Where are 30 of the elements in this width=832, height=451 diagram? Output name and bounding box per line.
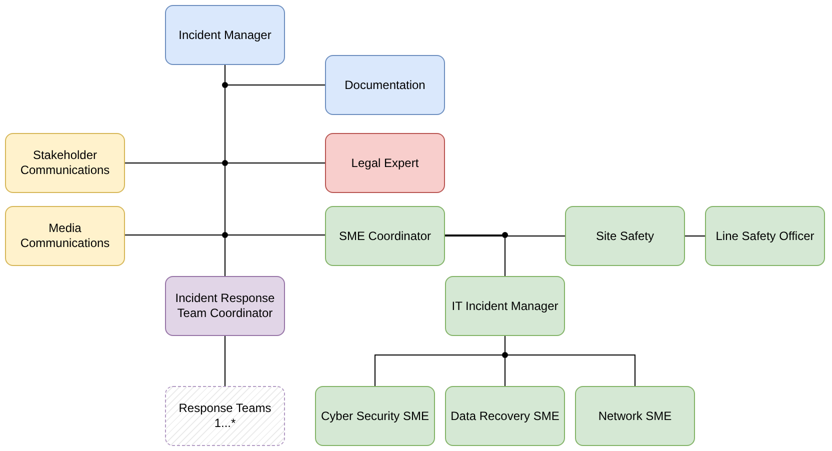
role-box [445, 276, 565, 336]
role-box [5, 206, 125, 266]
role-label: Line Safety Officer [716, 228, 814, 244]
role-box [165, 5, 285, 65]
role-label: Response Teams 1...* [178, 401, 272, 431]
role-label: Incident Manager [178, 28, 272, 42]
role-label: SME Coordinator [338, 228, 432, 244]
role-label: Media Communications [19, 221, 111, 251]
role-box [5, 133, 125, 193]
role-label: Documentation [344, 78, 426, 92]
role-label: Cyber Security SME [320, 408, 430, 424]
role-label: Incident Response Team Coordinator [174, 291, 276, 321]
placeholder-box [165, 386, 285, 446]
role-box [565, 206, 685, 266]
connector-line [444, 234, 506, 276]
role-box [575, 386, 695, 446]
role-label: Site Safety [596, 228, 654, 244]
role-box [325, 206, 445, 266]
role-box [445, 386, 565, 446]
role-box [315, 386, 435, 446]
role-label: Legal Expert [351, 156, 419, 170]
role-box [325, 133, 445, 193]
role-label: Data Recovery SME [450, 408, 560, 424]
role-box [165, 276, 285, 336]
role-box [705, 206, 825, 266]
role-label: Stakeholder Communications [19, 148, 111, 178]
role-label: IT Incident Manager [452, 298, 558, 314]
connector-line [224, 336, 226, 386]
role-box [325, 55, 445, 115]
role-label: Network SME [598, 408, 672, 424]
